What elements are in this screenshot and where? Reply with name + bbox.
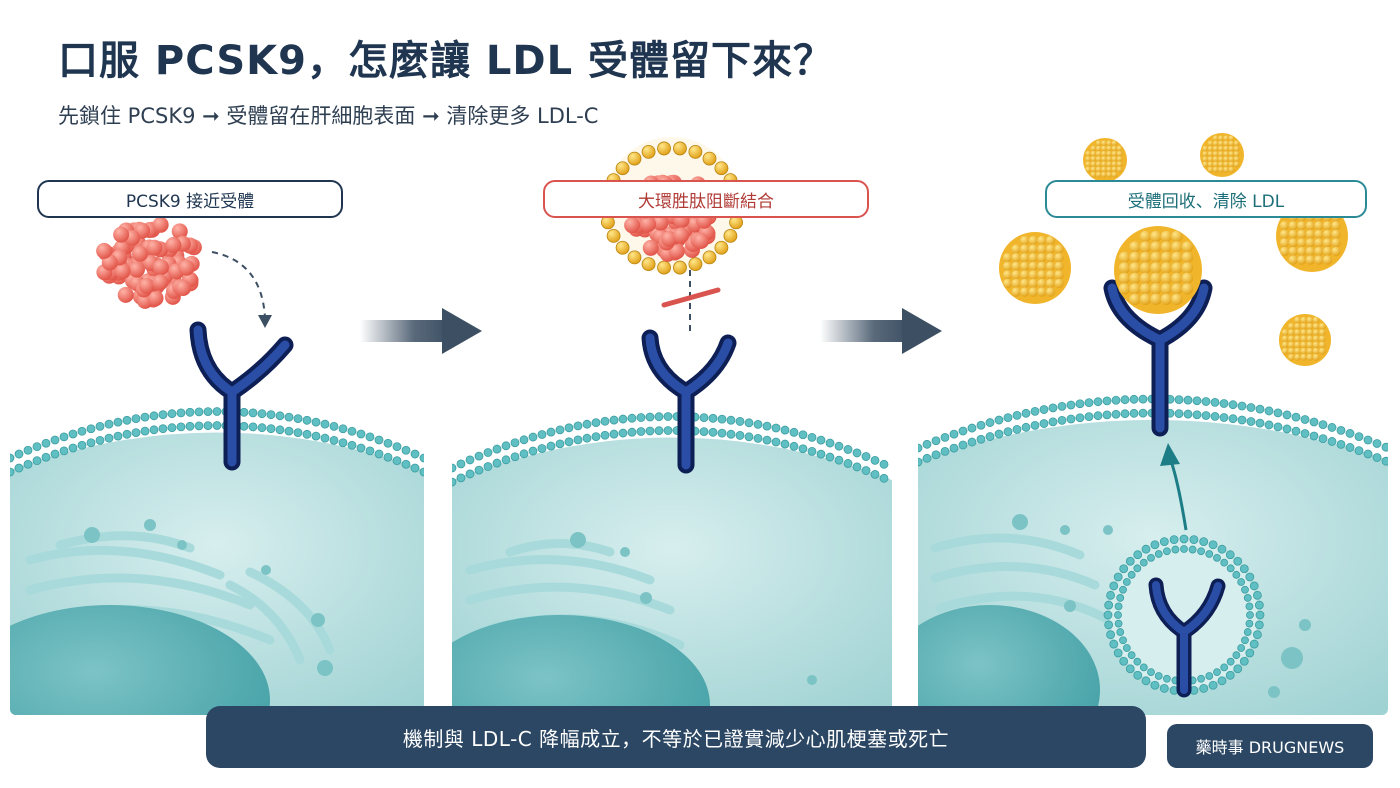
- arrow-right-icon: [360, 308, 482, 354]
- endosome-vesicle-icon: [1103, 534, 1265, 696]
- cell-membrane: [918, 394, 1388, 467]
- approach-arrow-head: [258, 315, 272, 328]
- ldl-receptor-icon: [641, 329, 737, 474]
- panel-3-label: 受體回收、清除 LDL: [1045, 180, 1367, 218]
- arrow-right-icon: [820, 308, 942, 354]
- brand-badge: 藥時事 DRUGNEWS: [1167, 724, 1373, 768]
- endoplasmic-reticulum: [930, 533, 1110, 623]
- panel-1-label: PCSK9 接近受體: [37, 180, 343, 218]
- nucleus: [918, 605, 1100, 715]
- pcsk9-protein-icon: [96, 216, 202, 309]
- page-title: 口服 PCSK9，怎麼讓 LDL 受體留下來？: [58, 38, 835, 84]
- nucleus: [452, 615, 710, 715]
- recycle-arrow-head: [1160, 443, 1180, 466]
- cell-membrane: [452, 412, 889, 487]
- block-mark: [661, 287, 721, 308]
- panel-2-label: 大環胜肽阻斷結合: [543, 180, 869, 218]
- ldl-particle-icon: [999, 133, 1348, 366]
- panel-2-cell: [452, 412, 892, 715]
- caption-bar: 機制與 LDL-C 降幅成立，不等於已證實減少心肌梗塞或死亡: [206, 706, 1146, 768]
- ldl-receptor-icon: [1148, 577, 1226, 698]
- panel-1-cell: [10, 407, 424, 715]
- nucleus: [10, 605, 270, 715]
- page-subtitle: 先鎖住 PCSK9 ➞ 受體留在肝細胞表面 ➞ 清除更多 LDL-C: [58, 104, 599, 128]
- ldl-receptor-icon: [1103, 279, 1213, 437]
- approach-arrow: [211, 251, 266, 319]
- ldl-receptor-icon: [189, 321, 294, 471]
